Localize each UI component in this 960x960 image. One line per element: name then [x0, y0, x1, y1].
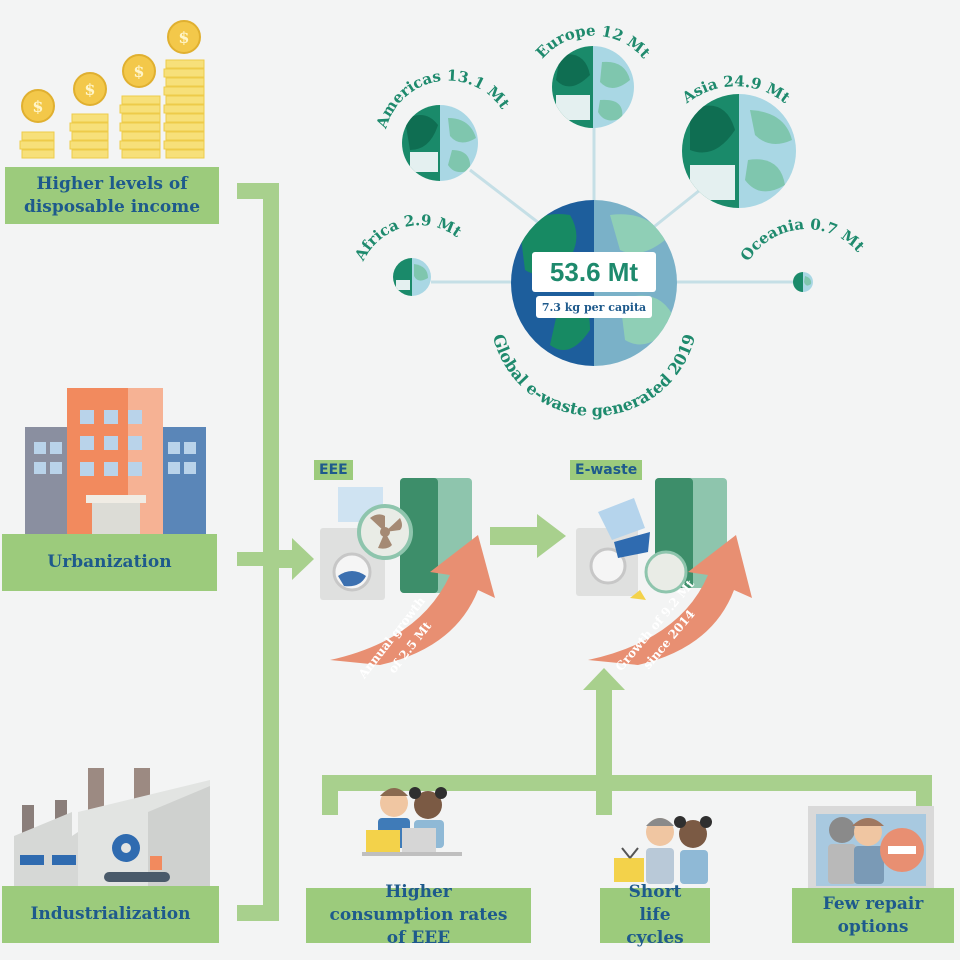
label-disposable-income: Higher levels of disposable income [5, 167, 219, 224]
label-few-repair-options-text: Few repair options [822, 893, 924, 937]
label-urbanization: Urbanization [2, 534, 217, 591]
label-short-life-cycles-text: Short life cycles [626, 882, 684, 948]
factor-bracket [322, 668, 932, 815]
factory-icon [14, 768, 210, 888]
arrow-to-eee [279, 538, 314, 580]
global-per-capita: 7.3 kg per capita [536, 296, 652, 318]
eee-growth-label: Annual growth of 2.5 Mt [355, 594, 434, 682]
label-disposable-income-text: Higher levels of disposable income [23, 173, 201, 217]
ewaste-appliances-icon [576, 478, 727, 600]
label-higher-consumption: Higher consumption rates of EEE [306, 882, 531, 948]
globe-africa [393, 258, 431, 296]
label-short-life-cycles: Short life cycles [600, 882, 710, 948]
arrow-eee-to-ewaste [490, 514, 566, 558]
people-old-devices-icon [614, 816, 712, 884]
globe-europe [552, 46, 634, 128]
city-buildings-icon [25, 388, 206, 535]
coins-icon: $ $ $ $ [19, 20, 205, 159]
svg-text:$: $ [178, 28, 189, 47]
label-few-repair-options: Few repair options [792, 888, 954, 943]
label-industrialization-text: Industrialization [30, 904, 191, 924]
label-urbanization-text: Urbanization [47, 552, 172, 572]
people-laptop-icon [362, 787, 462, 856]
region-label-africa: Africa 2.9 Mt [351, 211, 466, 264]
tag-ewaste: E-waste [570, 460, 643, 480]
globe-americas [402, 105, 478, 181]
region-label-oceania: Oceania 0.7 Mt [737, 215, 869, 264]
global-total-box: 53.6 Mt 7.3 kg per capita [532, 252, 656, 320]
globe-connectors [431, 127, 794, 284]
eee-growth-arrow [330, 535, 495, 665]
globe-oceania [793, 272, 813, 292]
driver-bracket [237, 183, 279, 921]
no-repair-icon [808, 806, 934, 890]
svg-text:$: $ [32, 97, 43, 116]
globe-asia [682, 94, 796, 208]
tag-eee: EEE [314, 460, 353, 480]
label-higher-consumption-text: Higher consumption rates of EEE [329, 882, 508, 948]
label-industrialization: Industrialization [2, 886, 219, 943]
ewaste-growth-arrow [588, 535, 752, 665]
svg-text:$: $ [133, 62, 144, 81]
global-total-value: 53.6 Mt [532, 252, 656, 292]
svg-text:$: $ [84, 80, 95, 99]
